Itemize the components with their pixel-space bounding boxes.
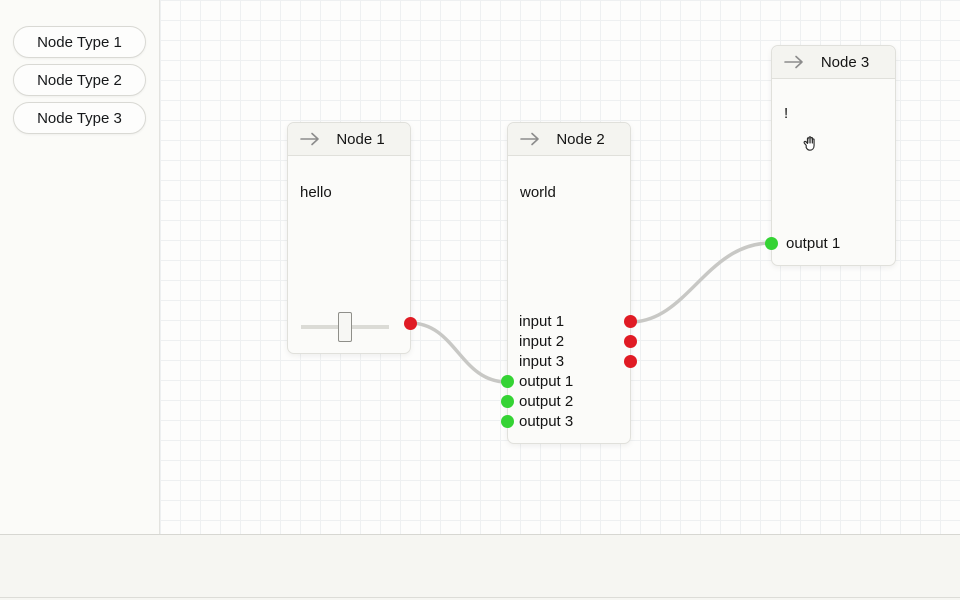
node-1-output-port[interactable] — [404, 317, 417, 330]
node-3[interactable]: Node 3 ! output 1 — [765, 45, 896, 266]
io-row-output-2: output 2 — [501, 392, 630, 412]
input-3-label: input 3 — [519, 353, 565, 370]
output-1-label: output 1 — [519, 373, 574, 390]
node-type-2-button[interactable]: Node Type 2 — [13, 64, 146, 96]
node-2-text: world — [520, 184, 556, 201]
output-1-port[interactable] — [501, 375, 514, 388]
arrow-right-icon — [519, 132, 541, 146]
input-3-port[interactable] — [624, 355, 637, 368]
node-palette-sidebar: Node Type 1 Node Type 2 Node Type 3 — [0, 0, 160, 534]
node-type-3-button[interactable]: Node Type 3 — [13, 102, 146, 134]
io-row-input-2: input 2 — [508, 332, 637, 352]
output-3-label: output 3 — [519, 413, 574, 430]
io-row-output-1: output 1 — [765, 234, 895, 254]
node-3-header[interactable]: Node 3 — [772, 46, 895, 79]
node-2-header[interactable]: Node 2 — [508, 123, 630, 156]
node-2[interactable]: Node 2 world input 1 input 2 input 3 out… — [501, 122, 637, 444]
input-2-label: input 2 — [519, 333, 565, 350]
node-3-title: Node 3 — [820, 53, 870, 71]
output-1-port[interactable] — [765, 237, 778, 250]
node-1-header[interactable]: Node 1 — [288, 123, 410, 156]
input-1-label: input 1 — [519, 313, 565, 330]
node-1-title: Node 1 — [336, 130, 385, 148]
input-1-port[interactable] — [624, 315, 637, 328]
grab-cursor-icon — [800, 134, 821, 160]
output-1-label: output 1 — [786, 235, 841, 252]
io-row-input-3: input 3 — [508, 352, 637, 372]
io-row-output-1: output 1 — [501, 372, 630, 392]
output-2-label: output 2 — [519, 393, 574, 410]
output-3-port[interactable] — [501, 415, 514, 428]
input-2-port[interactable] — [624, 335, 637, 348]
node-3-text: ! — [784, 105, 789, 122]
node-1[interactable]: Node 1 hello — [287, 122, 417, 354]
node-type-1-button[interactable]: Node Type 1 — [13, 26, 146, 58]
node-2-io-list: input 1 input 2 input 3 output 1 output … — [501, 312, 637, 432]
output-2-port[interactable] — [501, 395, 514, 408]
node-3-io-list: output 1 — [765, 234, 895, 254]
node-1-text: hello — [300, 184, 332, 201]
arrow-right-icon — [299, 132, 321, 146]
arrow-right-icon — [783, 55, 805, 69]
value-slider[interactable] — [301, 312, 389, 342]
io-row-output-3: output 3 — [501, 412, 630, 432]
bottom-divider — [0, 597, 960, 598]
io-row-input-1: input 1 — [508, 312, 637, 332]
node-2-title: Node 2 — [556, 130, 605, 148]
bottom-bar — [0, 534, 960, 600]
slider-thumb[interactable] — [338, 312, 352, 342]
